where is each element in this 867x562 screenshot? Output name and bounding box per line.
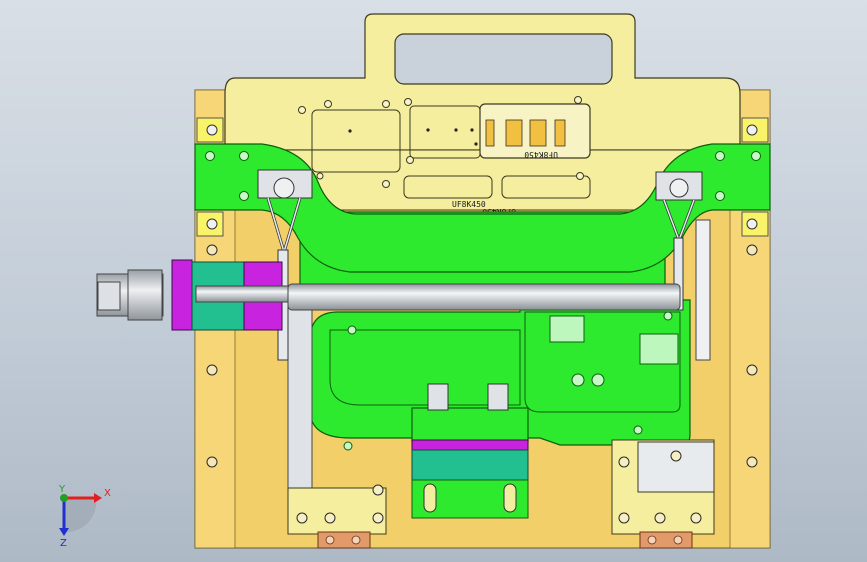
base-screws [206, 244, 758, 468]
triad-plane [64, 498, 97, 533]
support-screws [296, 450, 702, 524]
press-slots [423, 483, 517, 513]
y-axis-label: Y [58, 484, 66, 495]
connector-pins [485, 119, 566, 147]
slot-right [501, 175, 591, 199]
support-block-right-inner [637, 441, 715, 493]
green-inner-outline [329, 329, 521, 406]
part-label-3: UF8K450 [524, 150, 558, 159]
magenta-flange [171, 259, 193, 331]
green-window-2 [639, 333, 679, 365]
coordinate-triad: X Y Z [58, 484, 111, 549]
press-magenta [411, 439, 529, 451]
rail-right [695, 219, 711, 361]
green-window-1 [549, 315, 585, 343]
part-label-1: UF8K450 [452, 200, 486, 209]
support-block-left [287, 487, 387, 535]
copper-pin-heads [325, 535, 683, 545]
cylinder-fitting [97, 281, 121, 311]
toggle-clamp-left [257, 169, 313, 361]
pocket-left [311, 109, 401, 173]
press-clips [427, 383, 509, 411]
green-clamp-arm [194, 143, 771, 273]
pusher-rod [287, 283, 681, 311]
x-axis-arrow [94, 493, 102, 503]
cylinder-nut [127, 269, 163, 321]
slot-left [403, 175, 493, 199]
handle-plate-dots [348, 128, 478, 146]
pad-screws [206, 124, 758, 230]
y-axis-dot [60, 494, 68, 502]
x-axis-label: X [104, 488, 111, 499]
z-axis-arrow [59, 528, 69, 536]
z-axis-label: Z [60, 538, 67, 549]
green-inner-outline-2 [524, 311, 681, 413]
press-frame [411, 407, 529, 443]
handle-plate-holes [298, 96, 584, 188]
guide-rod [195, 285, 293, 303]
clamp-arm-holes [205, 151, 761, 201]
toggle-clamp-right [655, 171, 703, 311]
press-teal-body [411, 449, 529, 481]
handle-opening [394, 33, 613, 85]
rail-left-plate [287, 299, 313, 491]
